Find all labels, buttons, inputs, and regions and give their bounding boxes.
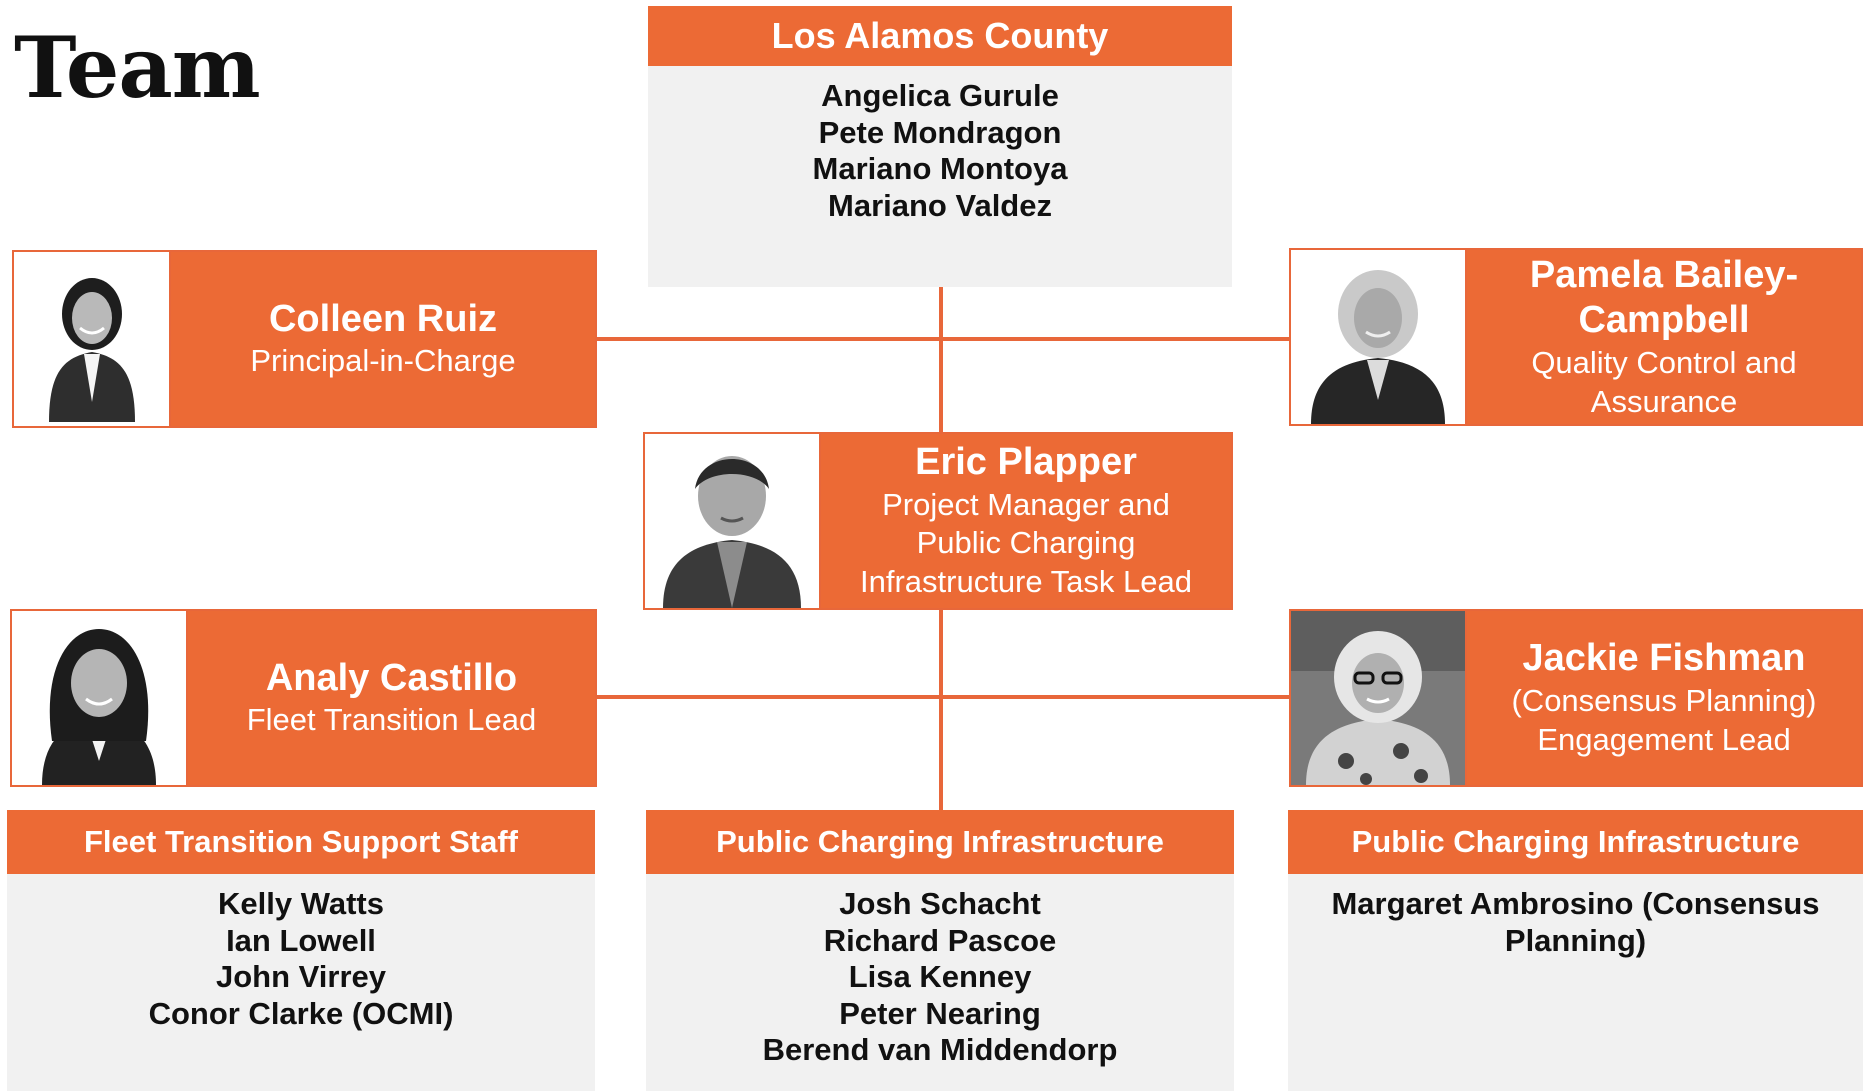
member-name: Planning) <box>1504 922 1647 958</box>
person-role: Principal-in-Charge <box>250 343 516 379</box>
person-role: Engagement Lead <box>1537 721 1791 757</box>
person-card-colleen: Colleen Ruiz Principal-in-Charge <box>12 250 597 428</box>
member-name: Richard Pascoe <box>823 922 1057 958</box>
connector-vertical-bottom <box>939 610 943 810</box>
photo-colleen <box>14 252 171 426</box>
group-members-public-charging: Josh Schacht Richard Pascoe Lisa Kenney … <box>646 874 1234 1091</box>
info-analy: Analy Castillo Fleet Transition Lead <box>188 611 595 785</box>
member-name: Margaret Ambrosino (Consensus <box>1331 886 1820 921</box>
person-photo-icon <box>1291 611 1465 785</box>
person-name: Analy Castillo <box>265 656 518 699</box>
person-name: Pamela Bailey- <box>1529 253 1799 296</box>
info-colleen: Colleen Ruiz Principal-in-Charge <box>171 252 595 426</box>
member-name: John Virrey <box>215 959 386 995</box>
group-header-public-charging-2: Public Charging Infrastructure <box>1288 810 1863 874</box>
person-role: Quality Control and <box>1531 344 1797 380</box>
photo-jackie <box>1291 611 1467 785</box>
member-name: Conor Clarke (OCMI) <box>148 995 454 1031</box>
group-header-label: Public Charging Infrastructure <box>1351 824 1800 859</box>
person-photo-icon <box>14 252 169 426</box>
member-name: Peter Nearing <box>839 995 1041 1031</box>
group-header-label: Public Charging Infrastructure <box>716 824 1164 859</box>
person-role: Infrastructure Task Lead <box>860 564 1192 600</box>
person-role: (Consensus Planning) <box>1511 683 1817 719</box>
person-card-analy: Analy Castillo Fleet Transition Lead <box>10 609 597 787</box>
person-role: Project Manager and <box>882 486 1170 522</box>
county-header: Los Alamos County <box>648 6 1232 66</box>
member-name: Lisa Kenney <box>848 959 1032 995</box>
person-name: Jackie Fishman <box>1522 637 1806 680</box>
person-role: Assurance <box>1590 383 1738 419</box>
person-role: Fleet Transition Lead <box>246 702 537 738</box>
group-header-label: Fleet Transition Support Staff <box>83 824 518 859</box>
member-name: Berend van Middendorp <box>762 1032 1118 1068</box>
info-eric: Eric Plapper Project Manager and Public … <box>821 434 1231 608</box>
group-header-public-charging: Public Charging Infrastructure <box>646 810 1234 874</box>
photo-pamela <box>1291 250 1467 424</box>
person-name: Campbell <box>1578 299 1750 342</box>
group-members-fleet-support: Kelly Watts Ian Lowell John Virrey Conor… <box>7 874 595 1091</box>
person-photo-icon <box>1291 250 1465 424</box>
member-name: Angelica Gurule <box>821 78 1059 113</box>
county-header-label: Los Alamos County <box>771 15 1109 56</box>
photo-eric <box>645 434 821 608</box>
member-name: Pete Mondragon <box>818 114 1062 150</box>
connector-vertical-top <box>939 287 943 435</box>
photo-analy <box>12 611 188 785</box>
page-title: Team <box>14 18 261 117</box>
person-name: Eric Plapper <box>915 441 1137 484</box>
person-role: Public Charging <box>916 525 1136 561</box>
member-name: Mariano Montoya <box>812 151 1068 187</box>
connector-horizontal-upper <box>597 337 1289 341</box>
group-members-public-charging-2: Margaret Ambrosino (Consensus Planning) <box>1288 874 1863 1091</box>
group-header-fleet-support: Fleet Transition Support Staff <box>7 810 595 874</box>
person-name: Colleen Ruiz <box>268 297 498 340</box>
county-members: Angelica Gurule Pete Mondragon Mariano M… <box>648 66 1232 287</box>
info-pamela: Pamela Bailey- Campbell Quality Control … <box>1467 250 1861 424</box>
info-jackie: Jackie Fishman (Consensus Planning) Enga… <box>1467 611 1861 785</box>
person-card-pamela: Pamela Bailey- Campbell Quality Control … <box>1289 248 1863 426</box>
member-name: Josh Schacht <box>839 886 1041 921</box>
person-card-eric: Eric Plapper Project Manager and Public … <box>643 432 1233 610</box>
member-name: Mariano Valdez <box>828 187 1052 223</box>
member-name: Ian Lowell <box>226 922 376 958</box>
person-photo-icon <box>12 611 186 785</box>
connector-horizontal-lower <box>597 695 1289 699</box>
member-name: Kelly Watts <box>218 886 384 921</box>
person-photo-icon <box>645 434 819 608</box>
person-card-jackie: Jackie Fishman (Consensus Planning) Enga… <box>1289 609 1863 787</box>
